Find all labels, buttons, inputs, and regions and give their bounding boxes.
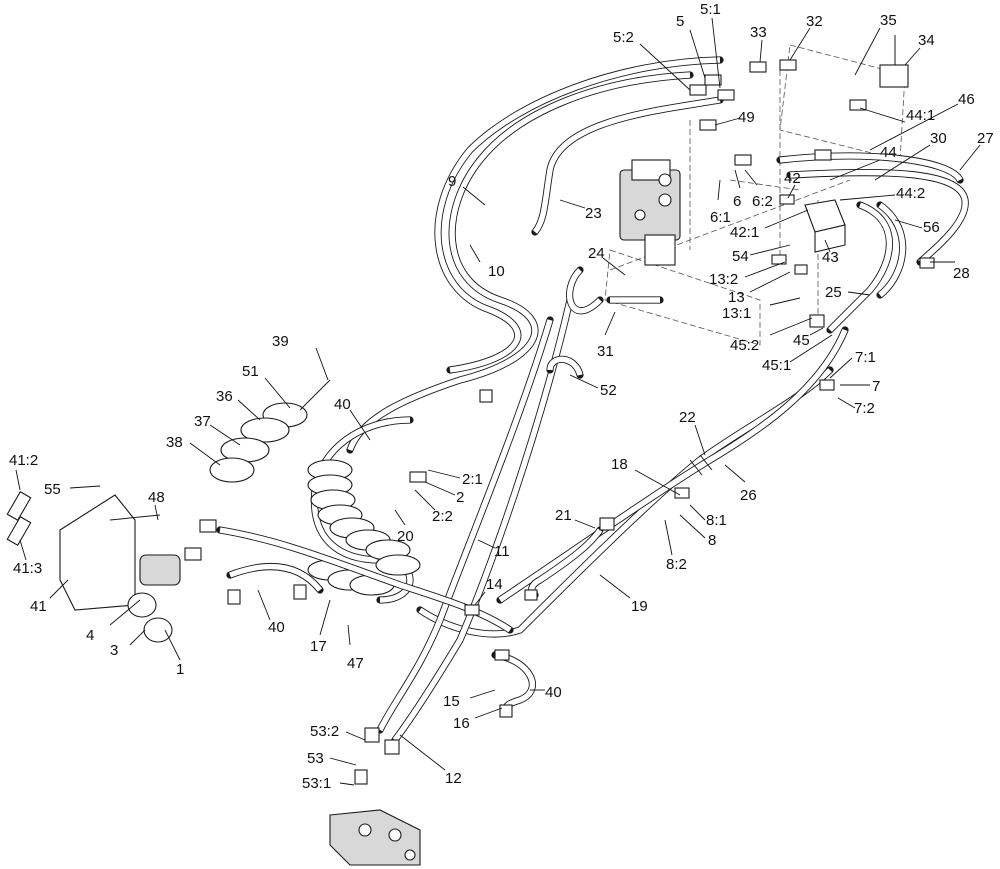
- callout-label: 7:2: [854, 400, 875, 417]
- solenoid-34: [879, 35, 909, 88]
- callout-label: 52: [600, 382, 617, 399]
- callout-label: 42:1: [730, 224, 759, 241]
- callout-label: 44: [880, 144, 897, 161]
- callout-label: 42: [784, 170, 801, 187]
- callout-label: 8: [708, 532, 716, 549]
- callout-label: 45:2: [730, 337, 759, 354]
- hose-40-bottom: [491, 651, 536, 716]
- callout-label: 6: [733, 193, 741, 210]
- callout-label: 55: [44, 481, 61, 498]
- callout-label: 2: [456, 489, 464, 506]
- callout-label: 10: [488, 263, 505, 280]
- callout-label: 44:2: [896, 185, 925, 202]
- callout-label: 8:2: [666, 556, 687, 573]
- callout-label: 53: [307, 750, 324, 767]
- callout-label: 30: [930, 130, 947, 147]
- callout-label: 41:3: [13, 560, 42, 577]
- callout-label: 2:1: [462, 471, 483, 488]
- callout-label: 43: [822, 249, 839, 266]
- hose-loops-24-52: [546, 266, 664, 379]
- callout-label: 40: [334, 396, 351, 413]
- callout-label: 24: [588, 245, 605, 262]
- callout-label: 47: [347, 655, 364, 672]
- callout-label: 17: [310, 638, 327, 655]
- callout-label: 33: [750, 24, 767, 41]
- callout-label: 13: [728, 289, 745, 306]
- callout-label: 36: [216, 388, 233, 405]
- callout-label: 19: [631, 598, 648, 615]
- callout-label: 9: [448, 173, 456, 190]
- callout-label: 45:1: [762, 357, 791, 374]
- hose-56-25: [826, 201, 907, 334]
- callout-label: 51: [242, 363, 259, 380]
- manifold-block-43: [804, 199, 846, 253]
- spiral-wrap-bundle: [216, 416, 514, 634]
- callout-label: 56: [923, 219, 940, 236]
- callout-label: 32: [806, 13, 823, 30]
- callout-label: 22: [679, 409, 696, 426]
- callout-label: 40: [268, 619, 285, 636]
- control-valve-top: [619, 159, 681, 266]
- callout-label: 5:1: [700, 1, 721, 18]
- callout-label: 3: [110, 642, 118, 659]
- callout-label: 12: [445, 770, 462, 787]
- fittings: [184, 59, 935, 785]
- callout-label: 5:2: [613, 29, 634, 46]
- callout-label: 16: [453, 715, 470, 732]
- callout-label: 34: [918, 32, 935, 49]
- callout-label: 41:2: [9, 452, 38, 469]
- valve-bodies: [127, 554, 181, 643]
- callout-label: 7: [872, 378, 880, 395]
- callout-label: 41: [30, 598, 47, 615]
- hose-9-10-loop: [346, 56, 724, 454]
- callout-label: 14: [486, 576, 503, 593]
- callout-label: 44:1: [906, 107, 935, 124]
- callout-labels: 5:2 5 5:1 33 32 35 34 49 46 44:1 30 27 4…: [9, 1, 994, 792]
- callout-label: 31: [597, 343, 614, 360]
- hose-11-12: [376, 296, 574, 744]
- callout-label: 1: [176, 661, 184, 678]
- callout-label: 23: [585, 205, 602, 222]
- callout-label: 25: [825, 284, 842, 301]
- callout-label: 7:1: [855, 349, 876, 366]
- bracket-41: [6, 490, 161, 611]
- callout-label: 27: [977, 130, 994, 147]
- callout-label: 8:1: [706, 512, 727, 529]
- callout-label: 28: [953, 265, 970, 282]
- hose-23: [531, 96, 724, 236]
- callout-label: 35: [880, 12, 897, 29]
- callout-label: 21: [555, 507, 572, 524]
- callout-label: 53:1: [302, 775, 331, 792]
- callout-label: 45: [793, 332, 810, 349]
- callout-label: 37: [194, 413, 211, 430]
- callout-label: 26: [740, 487, 757, 504]
- callout-label: 38: [166, 434, 183, 451]
- bottom-control-valve: [329, 809, 421, 866]
- hose-27-28: [776, 152, 969, 266]
- hose-19-26-18: [416, 326, 849, 638]
- callout-label: 40: [545, 684, 562, 701]
- callout-label: 53:2: [310, 723, 339, 740]
- callout-label: 54: [732, 248, 749, 265]
- callout-label: 20: [397, 528, 414, 545]
- callout-label: 13:1: [722, 305, 751, 322]
- callout-label: 49: [738, 109, 755, 126]
- callout-label: 15: [443, 693, 460, 710]
- callout-label: 5: [676, 13, 684, 30]
- callout-label: 13:2: [709, 271, 738, 288]
- callout-label: 18: [611, 456, 628, 473]
- callout-label: 6:1: [710, 209, 731, 226]
- callout-label: 48: [148, 489, 165, 506]
- callout-label: 11: [494, 543, 510, 560]
- clamp-parts: [209, 379, 331, 483]
- callout-label: 39: [272, 333, 289, 350]
- callout-label: 46: [958, 91, 975, 108]
- callout-label: 2:2: [432, 508, 453, 525]
- callout-label: 6:2: [752, 193, 773, 210]
- callout-label: 4: [86, 627, 94, 644]
